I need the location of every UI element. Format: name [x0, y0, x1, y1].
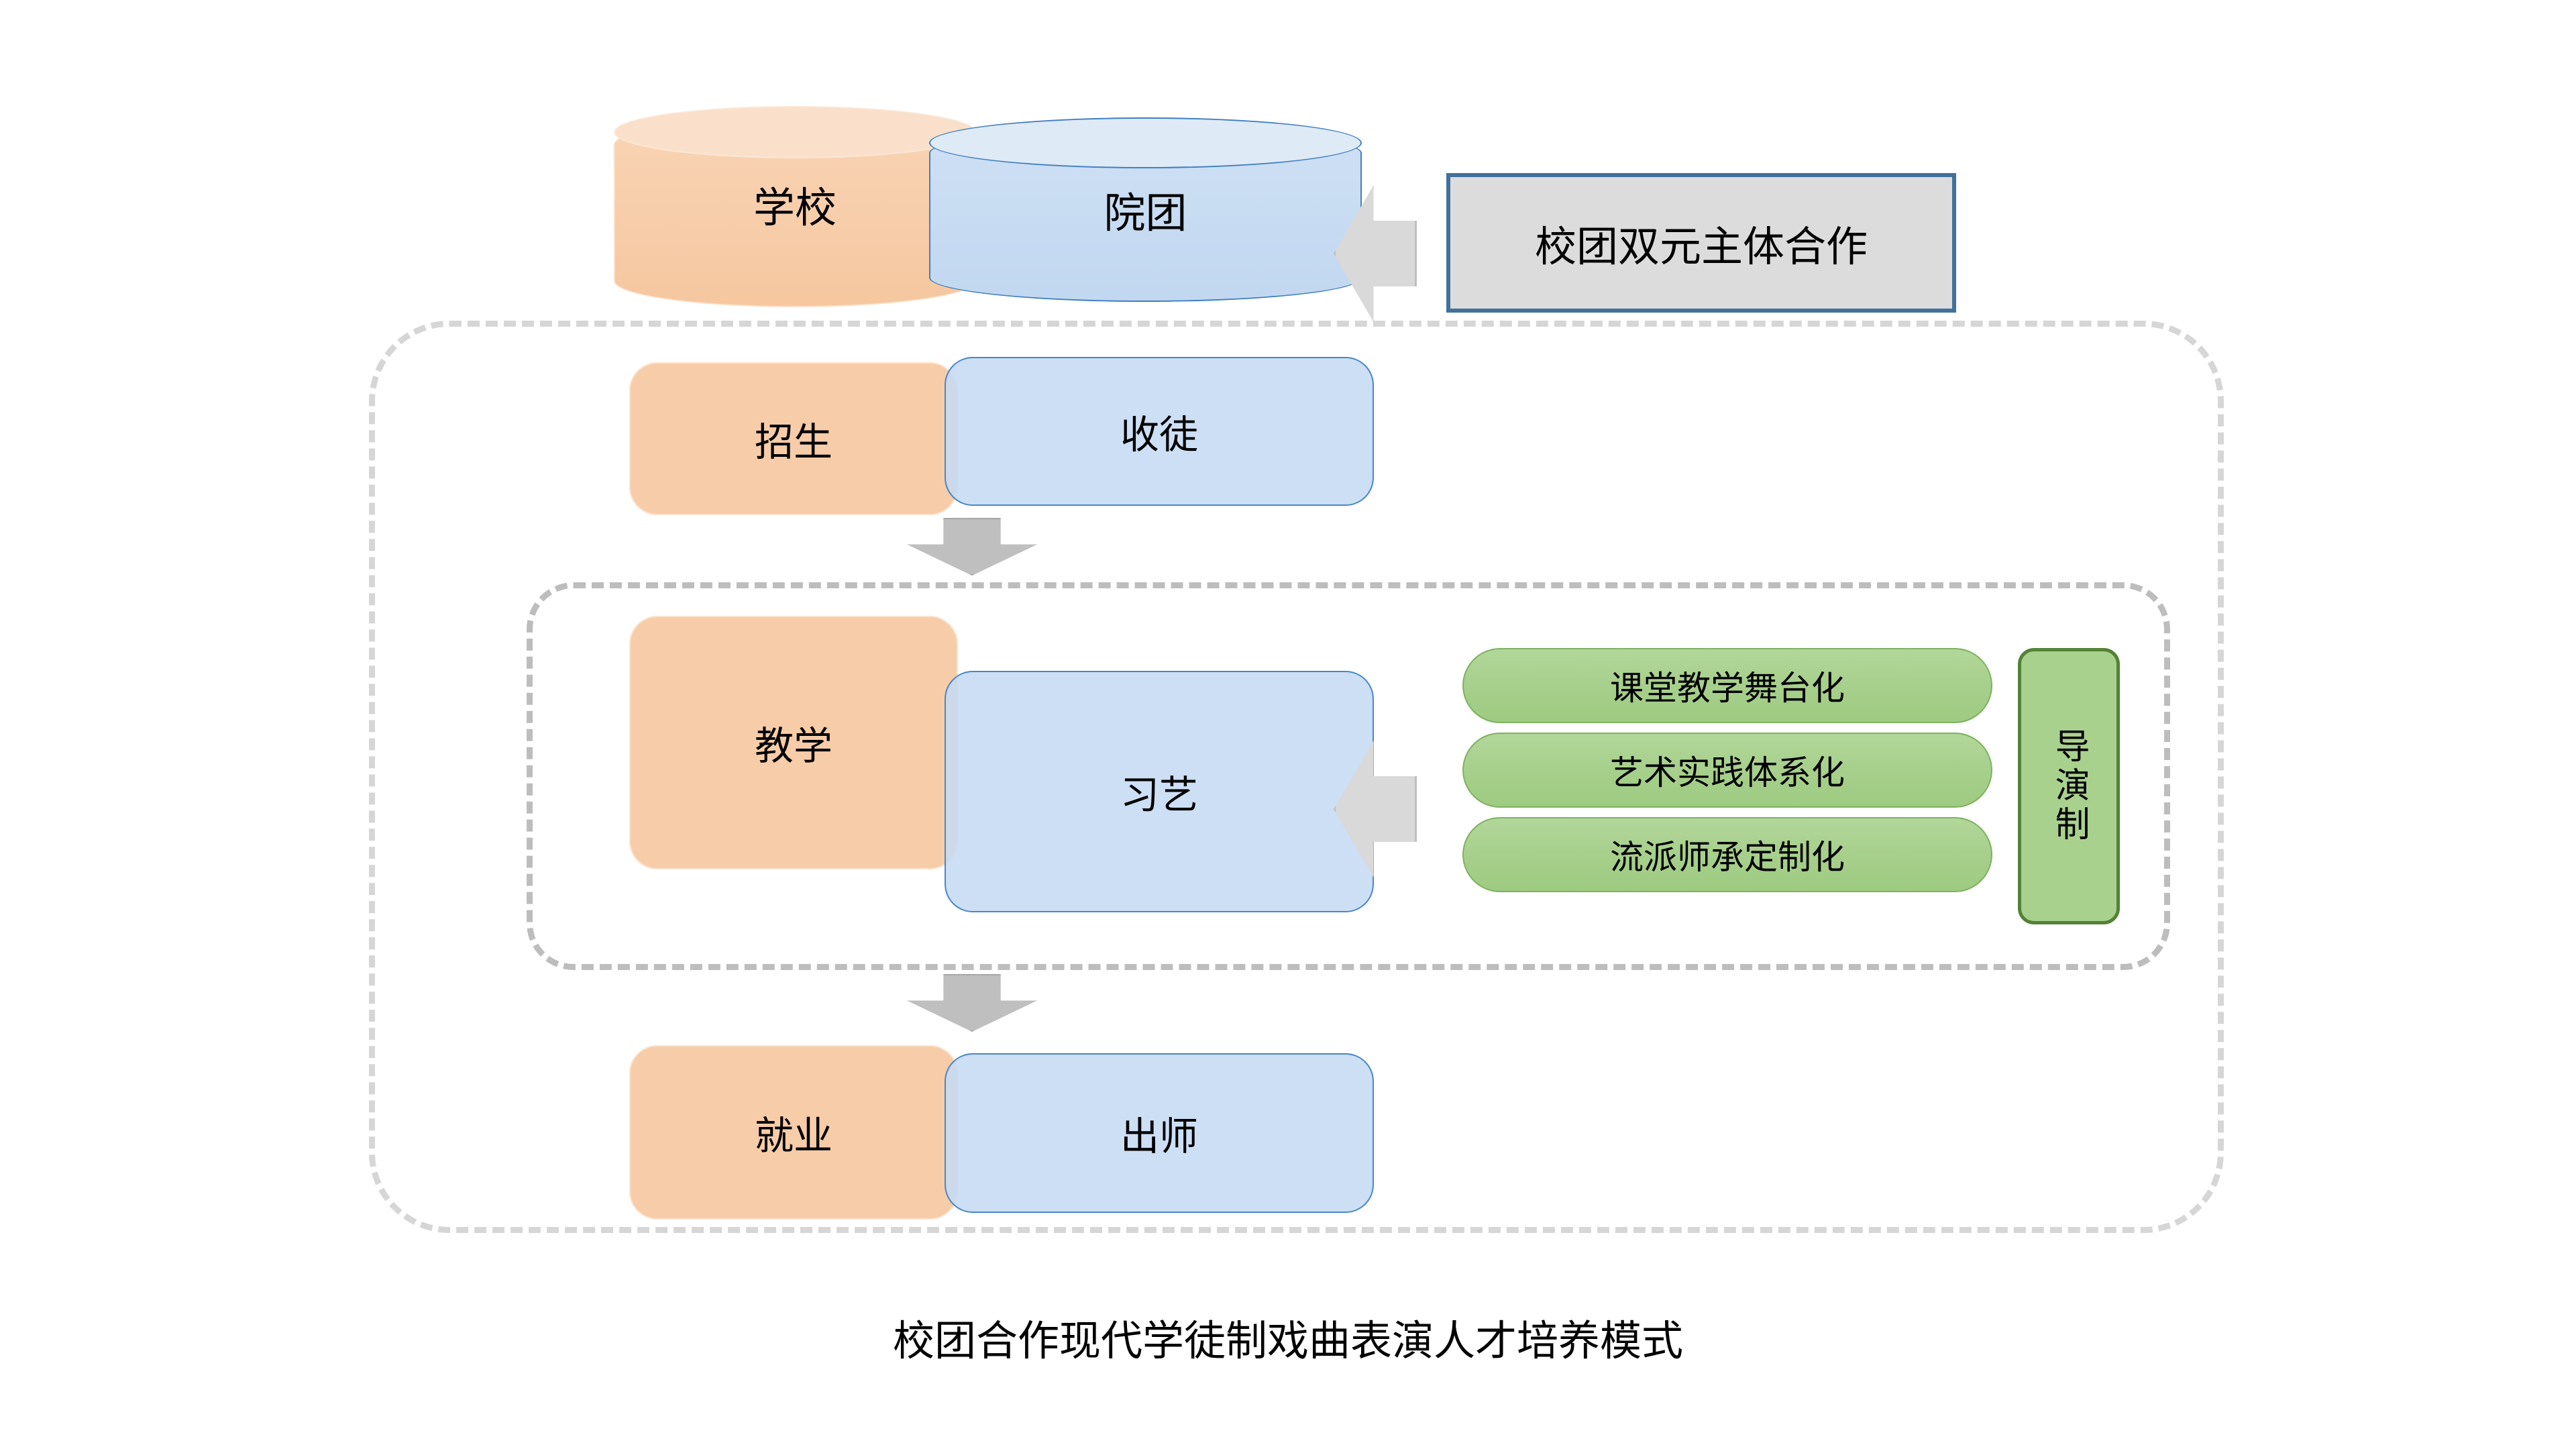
cylinder-top-ellipse	[614, 106, 976, 158]
stage-troupe-box-2[interactable]: 出师	[945, 1053, 1374, 1213]
director-system-label: 导演制	[2049, 728, 2089, 845]
method-pill-2[interactable]: 流派师承定制化	[1462, 817, 1992, 892]
partner-cylinder-troupe[interactable]: 院团	[929, 117, 1362, 302]
cooperation-callout[interactable]: 校团双元主体合作	[1446, 173, 1956, 313]
partner-school-label: 学校	[753, 185, 837, 231]
stage-school-box-2[interactable]: 就业	[629, 1045, 958, 1220]
apprenticeship-outer-frame	[369, 321, 2224, 1233]
method-pill-1[interactable]: 艺术实践体系化	[1462, 733, 1992, 808]
stage-school-box-1[interactable]: 教学	[629, 616, 958, 869]
figure-caption: 校团合作现代学徒制戏曲表演人才培养模式	[892, 1318, 1683, 1364]
teaching-inner-frame	[527, 582, 2170, 970]
stage-troupe-box-0[interactable]: 收徒	[945, 357, 1374, 506]
method-pill-0[interactable]: 课堂教学舞台化	[1462, 648, 1992, 723]
cylinder-top-ellipse	[929, 117, 1362, 168]
stage-school-box-0[interactable]: 招生	[629, 362, 958, 515]
partner-troupe-label: 院团	[1104, 191, 1187, 237]
partner-cylinder-school[interactable]: 学校	[614, 106, 976, 307]
stage-troupe-box-1[interactable]: 习艺	[945, 671, 1374, 912]
director-system-box[interactable]: 导演制	[2018, 648, 2120, 924]
